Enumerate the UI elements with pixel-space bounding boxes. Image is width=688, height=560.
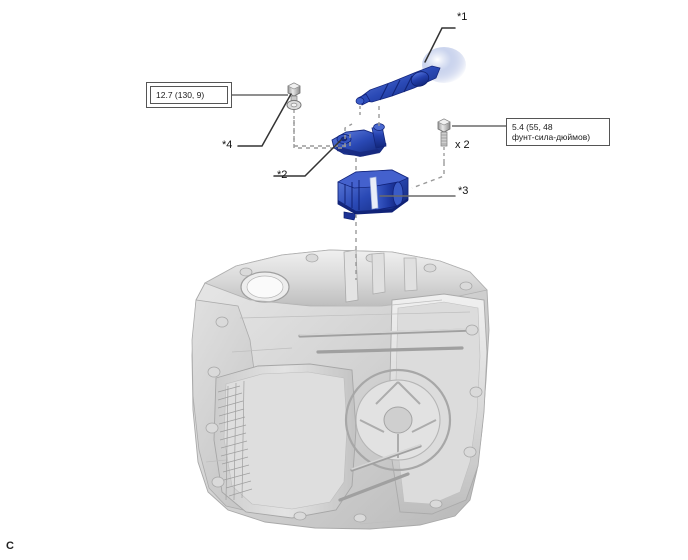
- quantity-label-x2: x 2: [455, 139, 470, 151]
- callout-label-4: *4: [222, 139, 233, 151]
- page-corner-mark: C: [6, 540, 14, 552]
- leader-lines: [237, 27, 456, 197]
- spec-connector-lines: [232, 94, 506, 127]
- transmission-case-illustration: [191, 249, 490, 530]
- torque-spec-box-1: 12.7 (130, 9): [146, 82, 232, 108]
- part-bolt-and-washer: [286, 82, 302, 122]
- callout-label-2: *2: [277, 169, 288, 181]
- callout-label-1: *1: [457, 11, 468, 23]
- torque-spec-2-line-2: фунт-сила-дюймов): [512, 132, 591, 142]
- callout-label-3: *3: [458, 185, 469, 197]
- part-shaft-assembly: [355, 47, 466, 118]
- torque-spec-box-2: 5.4 (55, 48 фунт-сила-дюймов): [506, 118, 610, 146]
- assembly-guide-lines: [293, 106, 445, 280]
- torque-spec-2-line-1: 5.4 (55, 48: [512, 122, 553, 132]
- torque-spec-1-line-1: 12.7 (130, 9): [156, 90, 205, 100]
- part-solenoid-valve-body: [337, 169, 409, 221]
- part-bolt-x2: [437, 118, 451, 162]
- assembly-guide-step: [293, 120, 353, 149]
